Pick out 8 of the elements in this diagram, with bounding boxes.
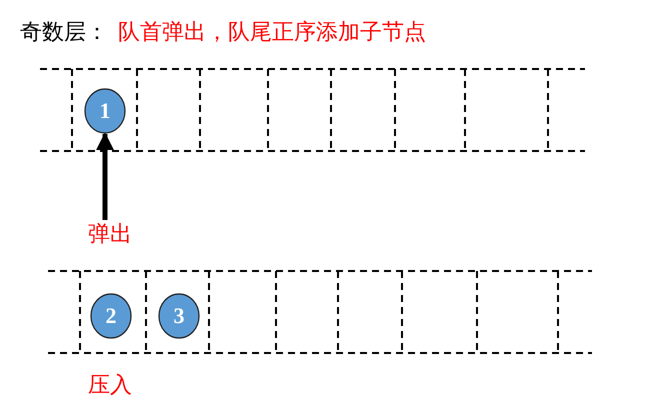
- node-number: 1: [100, 98, 110, 124]
- heading-label: 队首弹出，队尾正序添加子节点: [118, 20, 426, 44]
- action-label: 弹出: [88, 222, 132, 246]
- node-number: 2: [106, 303, 116, 329]
- node-number: 3: [174, 303, 184, 329]
- action-label: 压入: [88, 373, 132, 398]
- heading-label: 奇数层：: [20, 20, 108, 44]
- arrow: [96, 132, 114, 220]
